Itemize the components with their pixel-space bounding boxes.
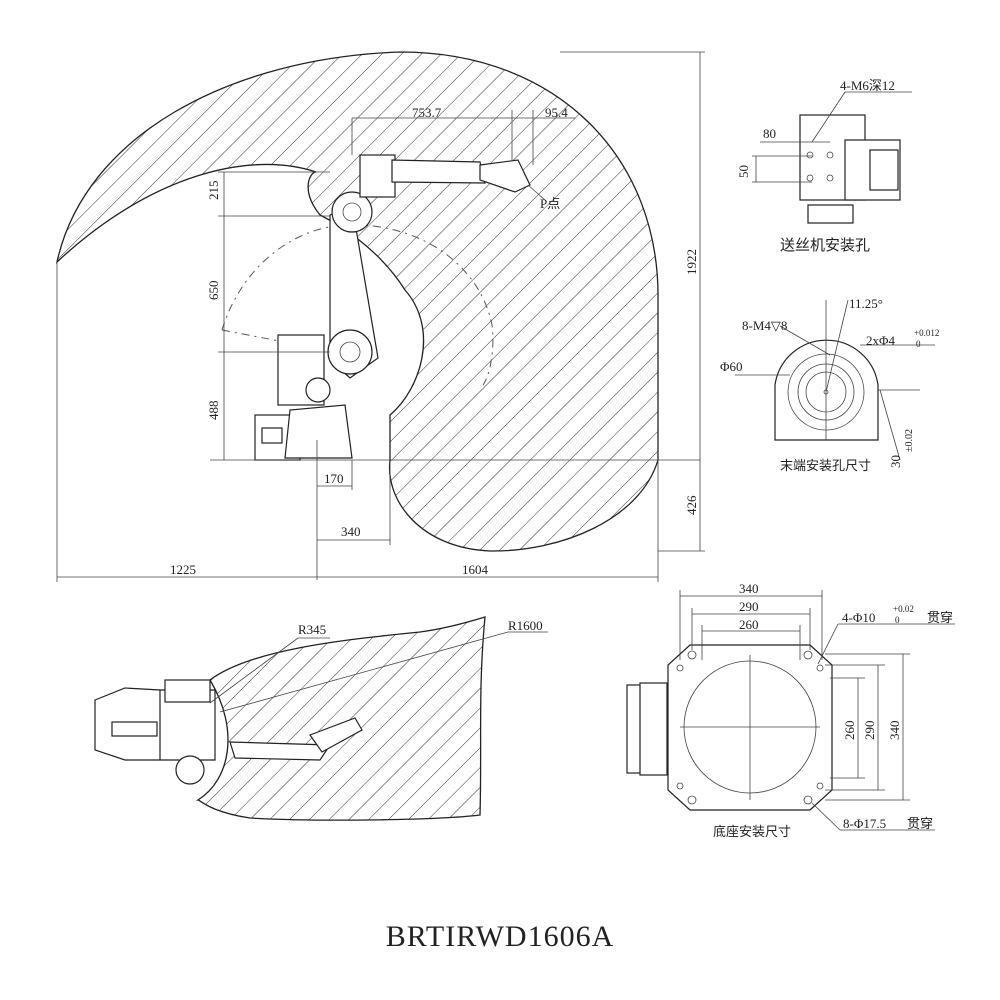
base-pin-tol-upper: +0.02 (893, 604, 914, 614)
wire-feeder-view: 4-M6深12 80 50 送丝机安装孔 (736, 78, 912, 254)
base-width-290: 290 (739, 599, 759, 614)
dim-80: 80 (763, 126, 776, 141)
dim-50: 50 (736, 165, 751, 178)
dim-340: 340 (341, 524, 361, 539)
base-view: 340 290 260 260 290 340 4-Φ10 +0.02 0 贯穿… (626, 581, 955, 840)
flange-angle: 11.25° (849, 296, 883, 311)
base-width-340: 340 (739, 581, 759, 596)
robot-arm-side (254, 154, 531, 461)
base-pin-through: 贯穿 (927, 610, 953, 626)
top-radius-inner: R345 (298, 622, 326, 637)
dim-488: 488 (206, 401, 221, 421)
top-view: R345 R1600 (94, 616, 548, 821)
dim-215: 215 (206, 181, 221, 201)
top-workspace-envelope (195, 616, 486, 821)
base-height-260: 260 (842, 721, 857, 741)
base-caption: 底座安装尺寸 (713, 824, 791, 840)
wire-feeder-caption: 送丝机安装孔 (780, 236, 870, 254)
dim-170: 170 (324, 471, 344, 486)
flange-caption: 末端安装孔尺寸 (780, 459, 871, 474)
dim-95-4: 95.4 (545, 105, 568, 120)
dim-426: 426 (684, 495, 699, 515)
dim-1604: 1604 (462, 562, 489, 577)
top-radius-outer: R1600 (508, 618, 543, 633)
flange-depth-tol: ±0.02 (904, 429, 915, 452)
dim-1225: 1225 (170, 562, 196, 577)
flange-pin-tol-lower: 0 (916, 339, 921, 349)
dim-650: 650 (206, 281, 221, 301)
robot-arm-top (94, 679, 363, 785)
side-view: 753.7 95.4 P点 215 650 488 1922 426 170 3… (55, 51, 705, 582)
base-width-260: 260 (739, 617, 759, 632)
dim-1922: 1922 (684, 249, 699, 275)
flange-tapped-holes: 8-M4▽8 (742, 318, 787, 333)
wire-feeder-thread-label: 4-M6深12 (840, 78, 895, 93)
base-height-290: 290 (862, 721, 877, 741)
model-title: BRTIRWD1606A (385, 920, 615, 953)
base-pin-tol-lower: 0 (895, 615, 900, 625)
base-pin-holes: 4-Φ10 (842, 610, 875, 625)
base-bolt-through: 贯穿 (907, 816, 933, 832)
base-bolt-holes: 8-Φ17.5 (843, 816, 886, 831)
flange-diameter: Φ60 (720, 359, 743, 374)
flange-view: 11.25° 8-M4▽8 2xΦ4 +0.012 0 Φ60 30 ±0.02… (720, 296, 939, 474)
base-height-340: 340 (887, 721, 902, 741)
flange-pin-tol-upper: +0.012 (914, 328, 939, 338)
inner-reach-arc (221, 224, 494, 386)
dim-753-7: 753.7 (412, 105, 442, 120)
p-point-label: P点 (540, 196, 560, 211)
flange-depth: 30 (888, 455, 903, 468)
flange-pin-holes: 2xΦ4 (866, 333, 896, 348)
